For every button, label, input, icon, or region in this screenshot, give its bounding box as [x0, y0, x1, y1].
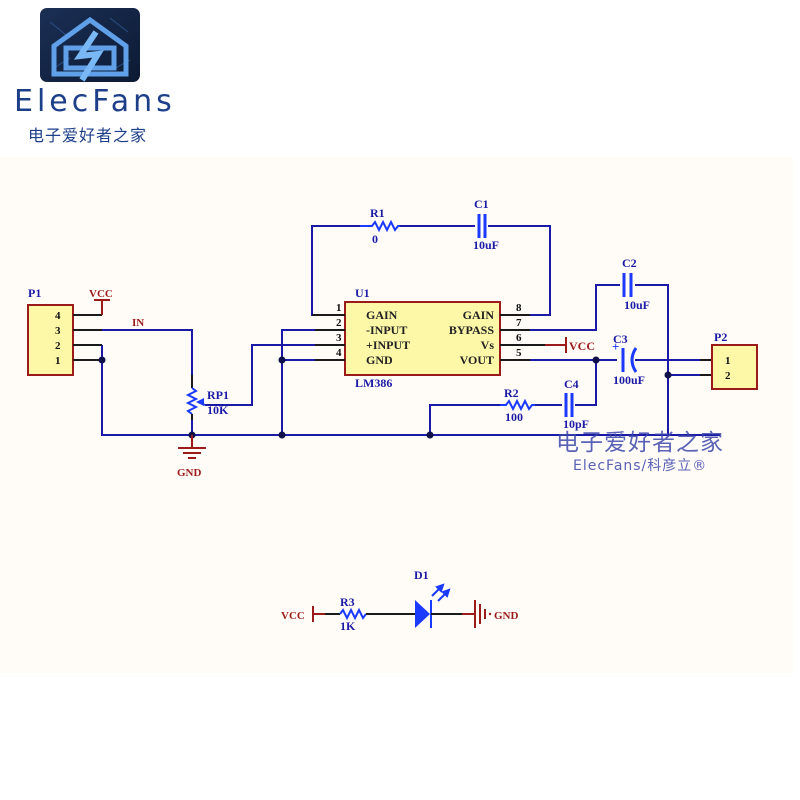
vcc-symbol: VCC: [545, 337, 595, 353]
u1-pin-number: 1: [336, 302, 342, 314]
brand-subtitle: 电子爱好者之家: [28, 126, 148, 145]
c4-designator: C4: [564, 377, 579, 391]
gnd-label: GND: [494, 610, 519, 622]
gnd-symbol: [474, 600, 486, 628]
r1-designator: R1: [370, 206, 385, 220]
junction-dot: [664, 371, 672, 379]
junction-dot: [592, 356, 600, 364]
r1-value: 0: [372, 232, 378, 246]
junction-dot: [278, 431, 286, 439]
capacitor-c1: C1 10uF: [473, 197, 499, 252]
brand-name: ElecFans: [14, 84, 176, 119]
u1-pin-name: GND: [366, 353, 393, 367]
u1-body: [344, 301, 501, 376]
p1-pin-label: 2: [55, 340, 61, 352]
capacitor-c2: C2 10uF: [622, 256, 650, 312]
u1-pin-number: 2: [336, 317, 342, 329]
led-d1-icon: [415, 600, 430, 628]
resistor-r1: R1 0: [360, 206, 400, 246]
u1-part: LM386: [355, 376, 392, 390]
gnd-label: GND: [177, 467, 202, 479]
d1-designator: D1: [414, 568, 429, 582]
p1-body: [27, 304, 74, 376]
r2-value: 100: [505, 410, 523, 424]
p2-body: [711, 344, 758, 390]
r3-designator: R3: [340, 595, 355, 609]
rp1-value: 10K: [207, 403, 229, 417]
u1-pin-name: GAIN: [366, 308, 398, 322]
c4-value: 10pF: [563, 417, 589, 431]
u1-pin-number: 6: [516, 332, 522, 344]
u1-pin-number: 3: [336, 332, 342, 344]
p2-designator: P2: [714, 330, 727, 344]
c2-designator: C2: [622, 256, 637, 270]
connector-p2: P2 1 2: [700, 330, 758, 390]
junction-dot: [278, 356, 286, 364]
watermark-title: 电子爱好者之家: [556, 430, 724, 456]
u1-pin-name: BYPASS: [449, 323, 494, 337]
gnd-symbol: GND: [177, 435, 206, 479]
capacitor-c4: C4 10pF: [563, 377, 589, 431]
p2-pin-label: 1: [725, 355, 731, 367]
r3-value: 1K: [340, 619, 356, 633]
c1-value: 10uF: [473, 238, 499, 252]
junction-dot: [98, 356, 106, 364]
connector-p1: P1 4 3 2 1: [27, 286, 102, 376]
u1-pin-number: 7: [516, 317, 522, 329]
schematic-sheet: [0, 157, 793, 673]
u1-pin-name: GAIN: [463, 308, 495, 322]
p1-pin-label: 4: [55, 310, 61, 322]
u1-pin-number: 8: [516, 302, 522, 314]
u1-designator: U1: [355, 286, 370, 300]
u1-pin-name: -INPUT: [366, 323, 407, 337]
junctions: [98, 356, 672, 439]
p2-pin-label: 2: [725, 370, 731, 382]
led-circuit: VCC R3 1K D1 GND: [281, 568, 519, 633]
u1-pin-name: VOUT: [460, 353, 494, 367]
watermark-subtitle: ElecFans/科彦立®: [573, 458, 708, 474]
u1-pin-number: 5: [516, 347, 522, 359]
c1-designator: C1: [474, 197, 489, 211]
vcc-symbol: VCC: [89, 288, 113, 315]
potentiometer-rp1: RP1 10K: [185, 375, 229, 420]
capacitor-c3: + C3 100uF: [612, 332, 645, 387]
rp1-designator: RP1: [207, 388, 229, 402]
u1-pin-name: Vs: [481, 338, 495, 352]
resistor-r2: R2 100: [500, 386, 535, 424]
vcc-label: VCC: [281, 610, 305, 622]
ic-u1-lm386: U1 LM386 1 2 3 4 8 7 6 5 GAIN -INPUT +IN…: [312, 286, 545, 390]
c3-designator: C3: [613, 332, 628, 346]
r2-designator: R2: [504, 386, 519, 400]
junction-dot: [426, 431, 434, 439]
p1-pin-label: 1: [55, 355, 61, 367]
vcc-label: VCC: [569, 339, 595, 353]
c3-polarity: +: [612, 339, 619, 354]
p1-designator: P1: [28, 286, 41, 300]
u1-pin-name: +INPUT: [366, 338, 410, 352]
c3-value: 100uF: [613, 373, 645, 387]
led-light-arrows-icon: [431, 583, 451, 602]
in-net-label: IN: [132, 317, 144, 329]
vcc-label: VCC: [89, 288, 113, 300]
u1-pin-number: 4: [336, 347, 342, 359]
elecfans-logo-icon: [40, 8, 140, 82]
p1-pin-label: 3: [55, 325, 61, 337]
c2-value: 10uF: [624, 298, 650, 312]
